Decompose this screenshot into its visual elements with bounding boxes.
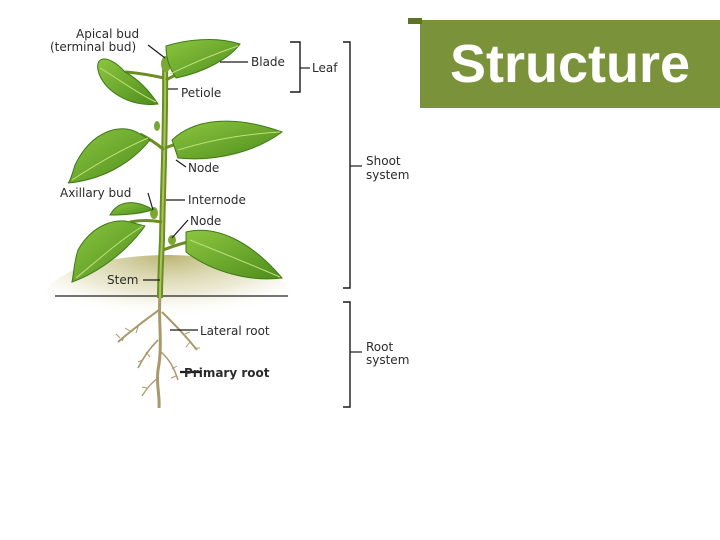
label-blade: Blade [251,55,285,69]
label-node-lower: Node [190,214,221,228]
root-system-bracket [343,301,351,408]
label-axillary-bud: Axillary bud [60,186,131,200]
label-internode: Internode [188,193,246,207]
label-lateral-root: Lateral root [200,324,270,338]
primary-root [155,295,162,409]
title-accent [408,18,422,24]
label-shoot-system: system [366,168,409,182]
leaf [109,202,153,216]
axillary-bud [154,121,160,131]
leaves-illustration [67,39,284,283]
label-petiole: Petiole [181,86,221,100]
diagram-labels: Apical bud (terminal bud) Blade Leaf Pet… [50,27,409,380]
shoot-system-bracket [343,41,351,289]
lateral-root [137,339,159,369]
label-leaf: Leaf [312,61,338,75]
lateral-root [141,377,159,397]
axillary-bud [168,235,176,245]
lateral-root [160,351,179,381]
leaf [185,229,283,280]
lateral-root [117,309,160,343]
title-banner: Structure [408,18,720,108]
leaf [171,120,284,160]
label-terminal-bud: (terminal bud) [50,40,136,54]
soil [43,255,293,345]
leaf-bracket [290,41,301,93]
brackets [290,41,351,408]
label-node-upper: Node [188,161,219,175]
label-apical-bud: Apical bud [76,27,139,41]
label-shoot: Shoot [366,154,401,168]
plant-structure-diagram: Apical bud (terminal bud) Blade Leaf Pet… [43,27,409,409]
leader-lines [143,44,362,374]
leaf [97,58,159,106]
label-root-system: system [366,353,409,367]
label-root: Root [366,340,393,354]
label-primary-root: Primary root [184,366,270,380]
label-stem: Stem [107,273,138,287]
slide-title: Structure [449,34,691,94]
